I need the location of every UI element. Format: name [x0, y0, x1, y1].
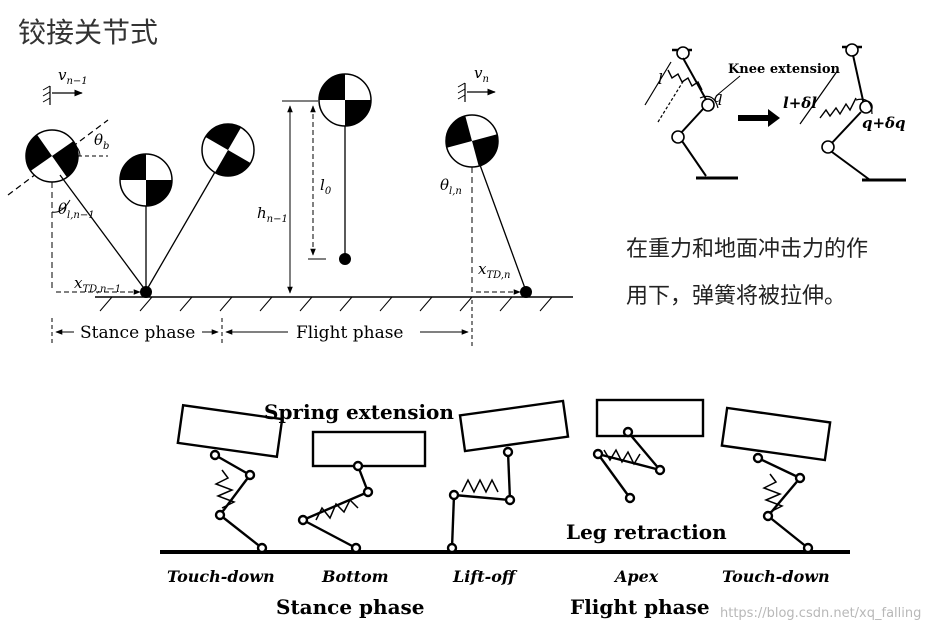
note-line-2: 用下，弹簧将被拉伸。 — [626, 284, 846, 309]
velocity-prev-label: vn−1 — [58, 66, 88, 87]
knee-extended-diagram — [799, 43, 906, 182]
knee-extension-label: Knee extension — [728, 62, 840, 77]
robot-lift-off — [446, 399, 570, 554]
h-label: hn−1 — [257, 204, 288, 225]
velocity-next-marker — [457, 82, 496, 102]
stage-label-bottom: Bottom — [321, 567, 389, 586]
theta-b-label: θb — [94, 131, 109, 152]
slip-diagram: θb vn−1 θl,n−1 xTD,n−1 — [7, 64, 573, 346]
x-td-next-label: xTD,n — [478, 260, 510, 281]
knee-extension-diagram — [644, 46, 738, 180]
gait-diagram: Spring extension Leg retraction Touch-do… — [160, 398, 850, 619]
theta-next-label: θl,n — [440, 176, 462, 197]
flight-phase-top-label: Flight phase — [296, 323, 404, 343]
body-mass-2 — [119, 153, 173, 207]
watermark: https://blog.csdn.net/xq_falling — [720, 606, 921, 621]
stage-label-touch-down-1: Touch-down — [167, 567, 275, 586]
stage-label-lift-off: Lift-off — [452, 567, 518, 586]
stage-label-apex: Apex — [613, 567, 659, 586]
stance-phase-top-label: Stance phase — [80, 323, 195, 343]
knee-q-extended-label: q+δq — [862, 114, 906, 132]
page-title: 铰接关节式 — [18, 16, 158, 49]
foot-contact-1 — [140, 286, 152, 298]
stage-label-touch-down-2: Touch-down — [722, 567, 830, 586]
l0-label: l0 — [320, 176, 332, 197]
foot-contact-n — [520, 286, 532, 298]
theta-prev-arc — [51, 199, 71, 213]
knee-label-pointer — [715, 75, 741, 97]
body-mass-apex — [318, 73, 372, 127]
knee-l-label: l — [658, 70, 663, 88]
spring-extension-label: Spring extension — [264, 400, 454, 424]
flight-phase-bottom-label: Flight phase — [570, 595, 710, 619]
body-mass-1 — [25, 129, 79, 183]
leg-3 — [145, 171, 216, 292]
robot-bottom — [297, 430, 427, 554]
leg-1 — [59, 174, 147, 292]
robot-touch-down-1 — [176, 403, 284, 554]
body-mass-3 — [201, 123, 255, 177]
theta-prev-label: θl,n−1 — [58, 200, 95, 221]
robot-touch-down-2 — [720, 406, 832, 554]
x-td-prev-label: xTD,n−1 — [74, 274, 121, 295]
note-line-1: 在重力和地面冲击力的作 — [626, 237, 868, 262]
transition-arrow — [738, 109, 780, 127]
velocity-next-label: vn — [474, 64, 489, 85]
leg-retraction-label: Leg retraction — [566, 520, 727, 544]
leg-n — [479, 164, 527, 292]
knee-q-label: q — [713, 88, 723, 106]
robot-apex — [592, 398, 705, 504]
foot-apex — [339, 253, 351, 265]
knee-l-extended-label: l+δl — [783, 94, 817, 112]
ground-hatching — [99, 296, 553, 312]
body-mass-n — [445, 114, 499, 168]
stance-phase-bottom-label: Stance phase — [276, 595, 425, 619]
theta-b-arc — [71, 142, 81, 157]
velocity-prev-marker — [42, 85, 83, 105]
